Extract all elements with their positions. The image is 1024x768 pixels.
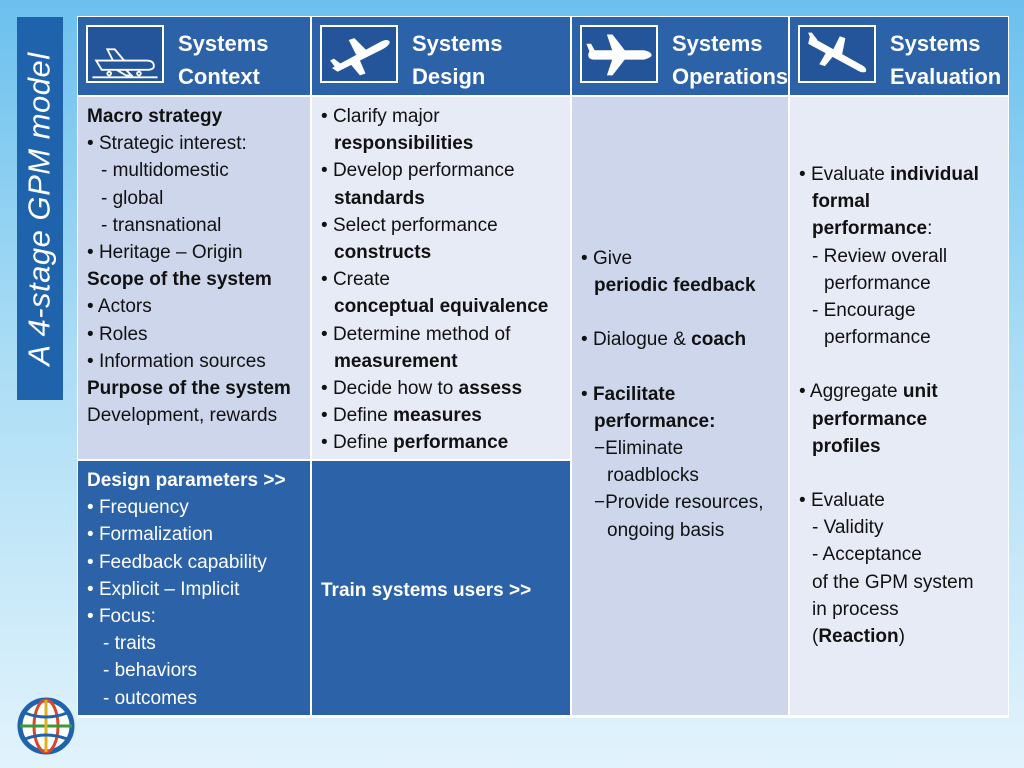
gpm-model-table: Systems Context Systems Design [77,16,1009,718]
design-item-3a: Select performance [332,214,498,236]
eval-1c: formal [812,191,871,213]
ops-provide: −Provide resources, [594,492,764,514]
design-item-4b: conceptual equivalence [334,296,549,318]
eval-paren-open: ( [812,626,819,648]
airplane-on-ground-icon [86,25,164,83]
ops-give: Give [592,248,633,269]
ops-facilitate: Facilitate [592,383,676,405]
eval-agg-b: unit [902,381,938,403]
header-systems-context: Systems Context [78,17,312,97]
context-cell: Macro strategy • Strategic interest: - m… [78,97,312,461]
operations-cell: • Give periodic feedback • Dialogue & co… [572,97,790,717]
train-cell: Train systems users >> [312,461,572,717]
design-item-2a: Develop performance [332,160,515,182]
dp-outcomes: - outcomes [103,687,197,709]
eval-enc2: performance [824,327,931,349]
multidomestic-item: - multidomestic [101,160,229,182]
header-systems-evaluation: Systems Evaluation [790,17,1008,97]
ops-coach: coach [691,329,747,351]
header-line2: Evaluation [890,64,1002,89]
ops-performance: performance: [594,410,716,432]
design-item-5a: Determine method of [332,323,511,345]
design-params-title: Design parameters >> [87,470,286,491]
ops-periodic-feedback: periodic feedback [594,275,756,297]
design-parameters-cell: Design parameters >> • Frequency • Forma… [78,461,312,717]
design-item-1b: responsibilities [334,133,474,155]
header-line2: Design [412,64,486,89]
heritage-item: Heritage – Origin [98,242,243,264]
header-line1: Systems [178,31,269,56]
dp-traits: - traits [103,633,156,655]
header-line1: Systems [890,31,981,56]
eval-enc1: - Encourage [812,300,916,322]
train-systems-users: Train systems users >> [321,580,532,602]
airplane-flying-icon [580,25,658,83]
header-systems-design: Systems Design [312,17,572,97]
eval-1a: Evaluate [810,164,891,185]
eval-evaluate: Evaluate [810,490,885,512]
macro-strategy-label: Macro strategy [87,106,223,127]
dp-feedback: Feedback capability [98,551,267,573]
airplane-takeoff-icon [320,25,398,83]
eval-review1: - Review overall [812,245,948,267]
eval-agg-c: performance [812,408,928,430]
eval-in-process: in process [812,598,899,620]
ops-eliminate: −Eliminate [594,438,684,460]
purpose-label: Purpose of the system [87,378,291,400]
eval-agg-d: profiles [812,435,881,457]
design-item-8b: performance [393,432,509,454]
dp-behaviors: - behaviors [103,660,197,682]
eval-agg-a: Aggregate [809,381,903,403]
design-item-4a: Create [332,269,390,291]
roles-item: Roles [98,323,148,345]
eval-1e: : [927,218,933,240]
design-item-6b: assess [458,378,523,400]
side-title: A 4-stage GPM model [22,51,57,366]
dp-focus: Focus: [98,606,156,628]
ops-roadblocks: roadblocks [607,465,699,487]
side-title-banner: A 4-stage GPM model [17,17,63,400]
transnational-item: - transnational [101,214,222,236]
development-item: Development, rewards [87,405,278,427]
strategic-interest-item: Strategic interest: [98,133,247,155]
design-cell: • Clarify major responsibilities • Devel… [312,97,572,461]
scope-label: Scope of the system [87,269,272,291]
evaluation-cell: • Evaluate individual formal performance… [790,97,1008,717]
eval-reaction: Reaction [818,626,899,648]
design-item-8a: Define [332,432,394,454]
header-line2: Context [178,64,260,89]
design-item-6a: Decide how to [332,378,459,400]
header-line1: Systems [412,31,503,56]
airplane-landing-icon [798,25,876,83]
dp-formalization: Formalization [98,524,213,546]
globe-logo-icon [15,695,77,757]
global-item: - global [101,187,164,209]
design-item-7b: measures [393,405,482,427]
design-item-7a: Define [332,405,394,427]
eval-of-gpm: of the GPM system [812,571,974,593]
dp-frequency: Frequency [98,497,189,519]
eval-validity: - Validity [812,517,884,539]
ops-dialogue: Dialogue & [592,329,692,351]
eval-1d: performance [812,218,928,240]
header-systems-operations: Systems Operations [572,17,790,97]
eval-1b: individual [890,164,979,185]
eval-acceptance: - Acceptance [812,544,922,566]
dp-explicit: Explicit – Implicit [98,578,240,600]
info-sources-item: Information sources [98,350,266,372]
header-line1: Systems [672,31,763,56]
actors-item: Actors [97,296,152,318]
design-item-2b: standards [334,187,425,209]
ops-ongoing: ongoing basis [607,519,725,541]
eval-paren-close: ) [898,626,905,648]
design-item-3b: constructs [334,242,432,264]
design-item-1a: Clarify major [332,106,440,127]
eval-review2: performance [824,272,931,294]
header-line2: Operations [672,64,789,89]
design-item-5b: measurement [334,350,458,372]
